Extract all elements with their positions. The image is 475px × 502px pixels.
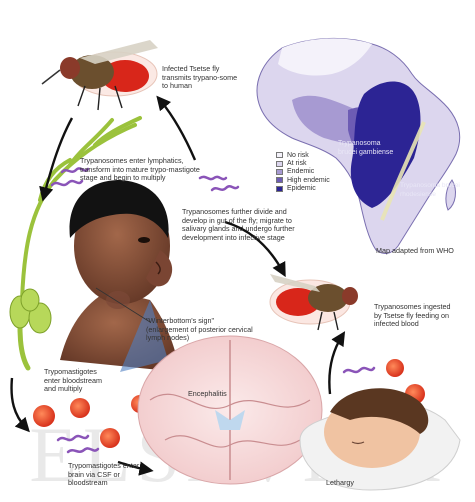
caption-ingested-by-fly: Trypanosomes ingested by Tsetse fly feed… (374, 302, 451, 329)
tsetse-fly-biting (41, 40, 158, 111)
endemic-zone (292, 95, 366, 144)
no-risk-north (278, 38, 372, 76)
cycle-arrows (10, 95, 346, 476)
brain-illustration (137, 335, 323, 485)
epidemic-zone (350, 81, 421, 208)
winterbottom-leader-line (95, 287, 151, 323)
legend-row-endemic: Endemic (276, 168, 330, 176)
legend-swatch (276, 177, 283, 184)
legend-swatch (276, 152, 283, 159)
map-legend: No risk At risk Endemic High endemic Epi… (276, 151, 330, 193)
caption-lethargy: Lethargy (326, 478, 354, 487)
caption-brain-entry: Trypomastigotes enter brain via CSF or b… (68, 461, 140, 488)
rhodesiense-band (380, 121, 426, 221)
caption-fly-gut-development: Trypanosomes further divide and develop … (182, 207, 295, 242)
legend-row-high-endemic: High endemic (276, 176, 330, 184)
caption-winterbottom-sign: "Winterbottom's sign" (enlargement of po… (146, 316, 253, 343)
caption-fly-transmits: Infected Tsetse fly transmits trypano-so… (162, 64, 238, 91)
map-label-rhodesiense: Trypanosoma brucei rhodesiense (400, 182, 460, 198)
caption-bloodstream: Trypomastigotes enter bloodstream and mu… (44, 367, 102, 394)
tsetse-fly-feeding (269, 274, 358, 331)
patient-woman-illustration (60, 180, 180, 372)
map-label-gambiense: Trypanosoma brucei gambiense (338, 140, 394, 156)
caption-lymphatics: Trypanosomes enter lymphatics, transform… (80, 156, 200, 183)
trypanosomes (50, 167, 376, 454)
legend-row-at-risk: At risk (276, 159, 330, 167)
legend-row-no-risk: No risk (276, 151, 330, 159)
sleeping-child-illustration (299, 388, 461, 491)
legend-row-epidemic: Epidemic (276, 185, 330, 193)
caption-encephalitis: Encephalitis (188, 389, 227, 398)
africa-endemic-map (256, 37, 461, 254)
madagascar (445, 179, 456, 211)
map-source: Map adapted from WHO (376, 246, 454, 255)
legend-swatch (276, 160, 283, 167)
lymph-nodes (9, 288, 52, 334)
legend-swatch (276, 185, 283, 192)
legend-swatch (276, 168, 283, 175)
